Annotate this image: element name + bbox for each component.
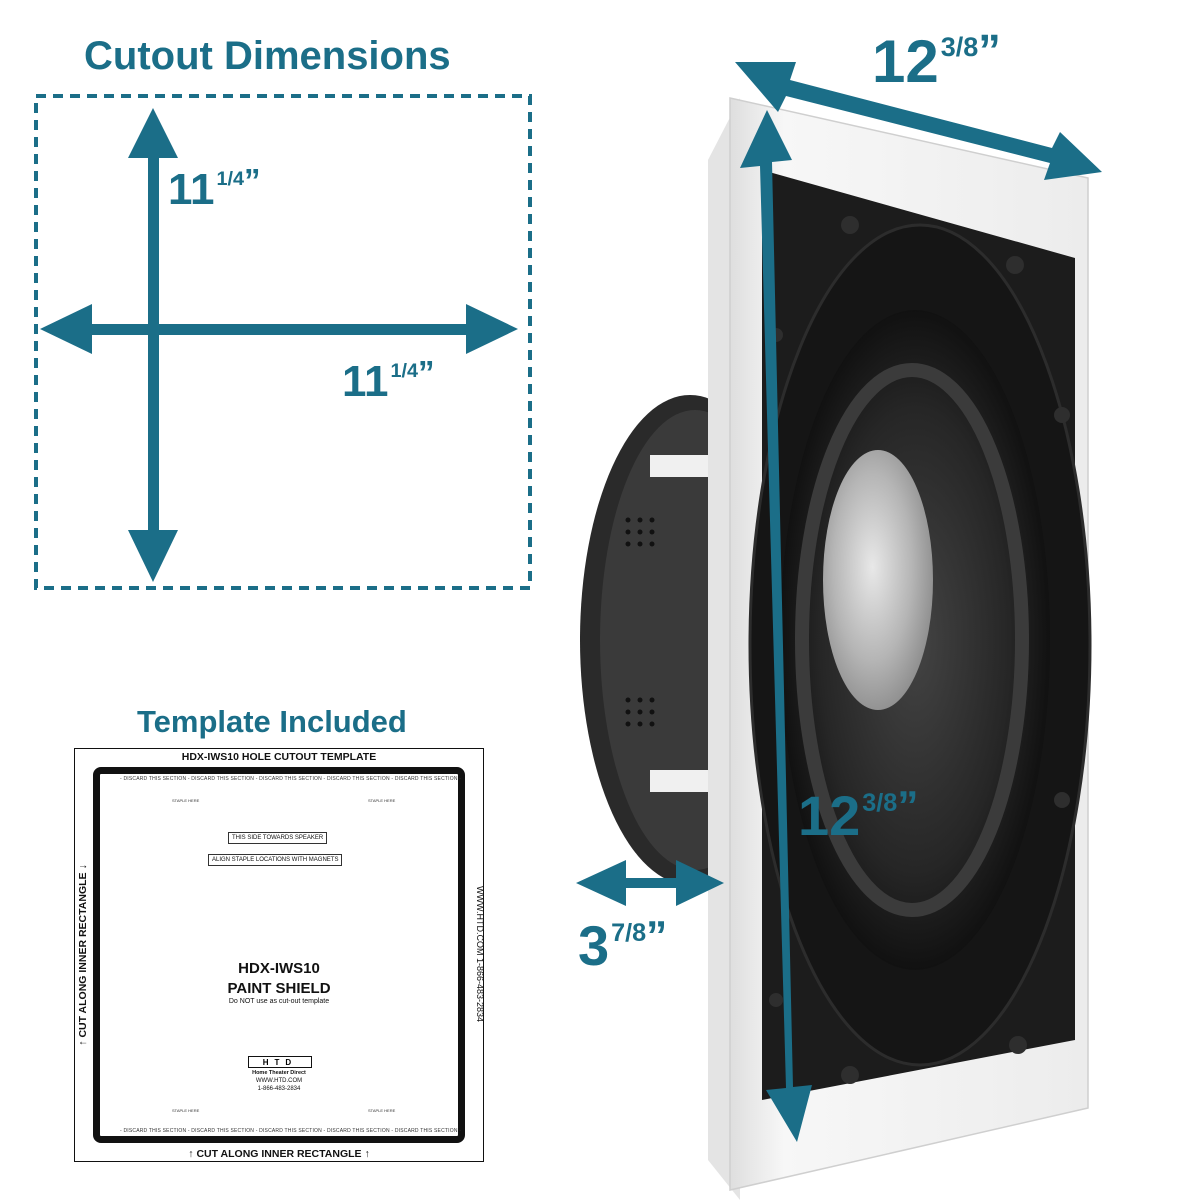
- template-right-vertical: WWW.HTD.COM 1-866-483-2834: [475, 885, 485, 1023]
- speaker-width-unit: ”: [978, 25, 1001, 77]
- speaker-height-whole: 12: [798, 784, 861, 847]
- cutout-width-fraction: 1/4: [390, 360, 419, 383]
- discard-strip-bottom: - DISCARD THIS SECTION - DISCARD THIS SE…: [120, 1128, 462, 1134]
- cutout-height-fraction: 1/4: [216, 168, 245, 191]
- speaker-height-unit: ”: [897, 782, 919, 830]
- template-company: Home Theater Direct: [252, 1070, 306, 1076]
- dust-cap: [823, 450, 933, 710]
- template-left-vertical: ↑ CUT ALONG INNER RECTANGLE ↓: [77, 864, 89, 1046]
- staple-mark-bottom-left: STAPLE HERE: [172, 1108, 200, 1113]
- cutout-title: Cutout Dimensions: [84, 34, 451, 78]
- speaker-depth-label: 37/8”: [578, 915, 667, 974]
- discard-strip-top: - DISCARD THIS SECTION - DISCARD THIS SE…: [120, 776, 462, 782]
- template-shield: PAINT SHIELD: [227, 980, 331, 997]
- speaker-depth-arrow: [576, 860, 724, 906]
- template-website: WWW.HTD.COM: [255, 1078, 303, 1084]
- align-note-box: ALIGN STAPLE LOCATIONS WITH MAGNETS: [208, 854, 343, 866]
- template-inner-rectangle: - DISCARD THIS SECTION - DISCARD THIS SE…: [93, 767, 465, 1143]
- speaker-width-label: 123/8”: [872, 28, 1001, 92]
- cutout-width-arrow: [40, 304, 518, 354]
- staple-mark-top-right: STAPLE HERE: [368, 798, 396, 803]
- speaker-width-arrow: [735, 62, 1102, 180]
- side-note-box: THIS SIDE TOWARDS SPEAKER: [228, 832, 328, 844]
- speaker-width-fraction: 3/8: [940, 32, 979, 63]
- speaker-width-whole: 12: [872, 28, 939, 95]
- template-header: HDX-IWS10 HOLE CUTOUT TEMPLATE: [181, 751, 377, 763]
- speaker-depth-whole: 3: [578, 914, 610, 977]
- speaker-height-label: 123/8”: [798, 785, 918, 844]
- cutout-width-whole: 11: [342, 357, 389, 406]
- cutout-template: HDX-IWS10 HOLE CUTOUT TEMPLATE - DISCARD…: [74, 748, 485, 1162]
- staple-mark-bottom-right: STAPLE HERE: [368, 1108, 396, 1113]
- cutout-height-arrow: [128, 108, 178, 582]
- template-phone: 1-866-483-2834: [257, 1086, 301, 1092]
- template-footer: ↑ CUT ALONG INNER RECTANGLE ↑: [188, 1148, 370, 1160]
- speaker-depth-fraction: 7/8: [611, 919, 647, 948]
- template-title: Template Included: [137, 704, 407, 739]
- speaker-height-fraction: 3/8: [862, 789, 898, 818]
- htd-logo: HTD: [248, 1056, 312, 1068]
- frame-screws: [769, 216, 1070, 1084]
- cutout-outline: [34, 94, 532, 590]
- speaker-height-arrow: [740, 110, 812, 1142]
- cutout-width-unit: ”: [418, 354, 435, 392]
- template-model: HDX-IWS10: [238, 960, 320, 977]
- staple-mark-top-left: STAPLE HERE: [172, 798, 200, 803]
- cutout-height-unit: ”: [244, 162, 261, 200]
- template-warning: Do NOT use as cut-out template: [228, 998, 330, 1005]
- speaker-depth-unit: ”: [646, 912, 668, 960]
- cutout-height-whole: 11: [168, 165, 215, 214]
